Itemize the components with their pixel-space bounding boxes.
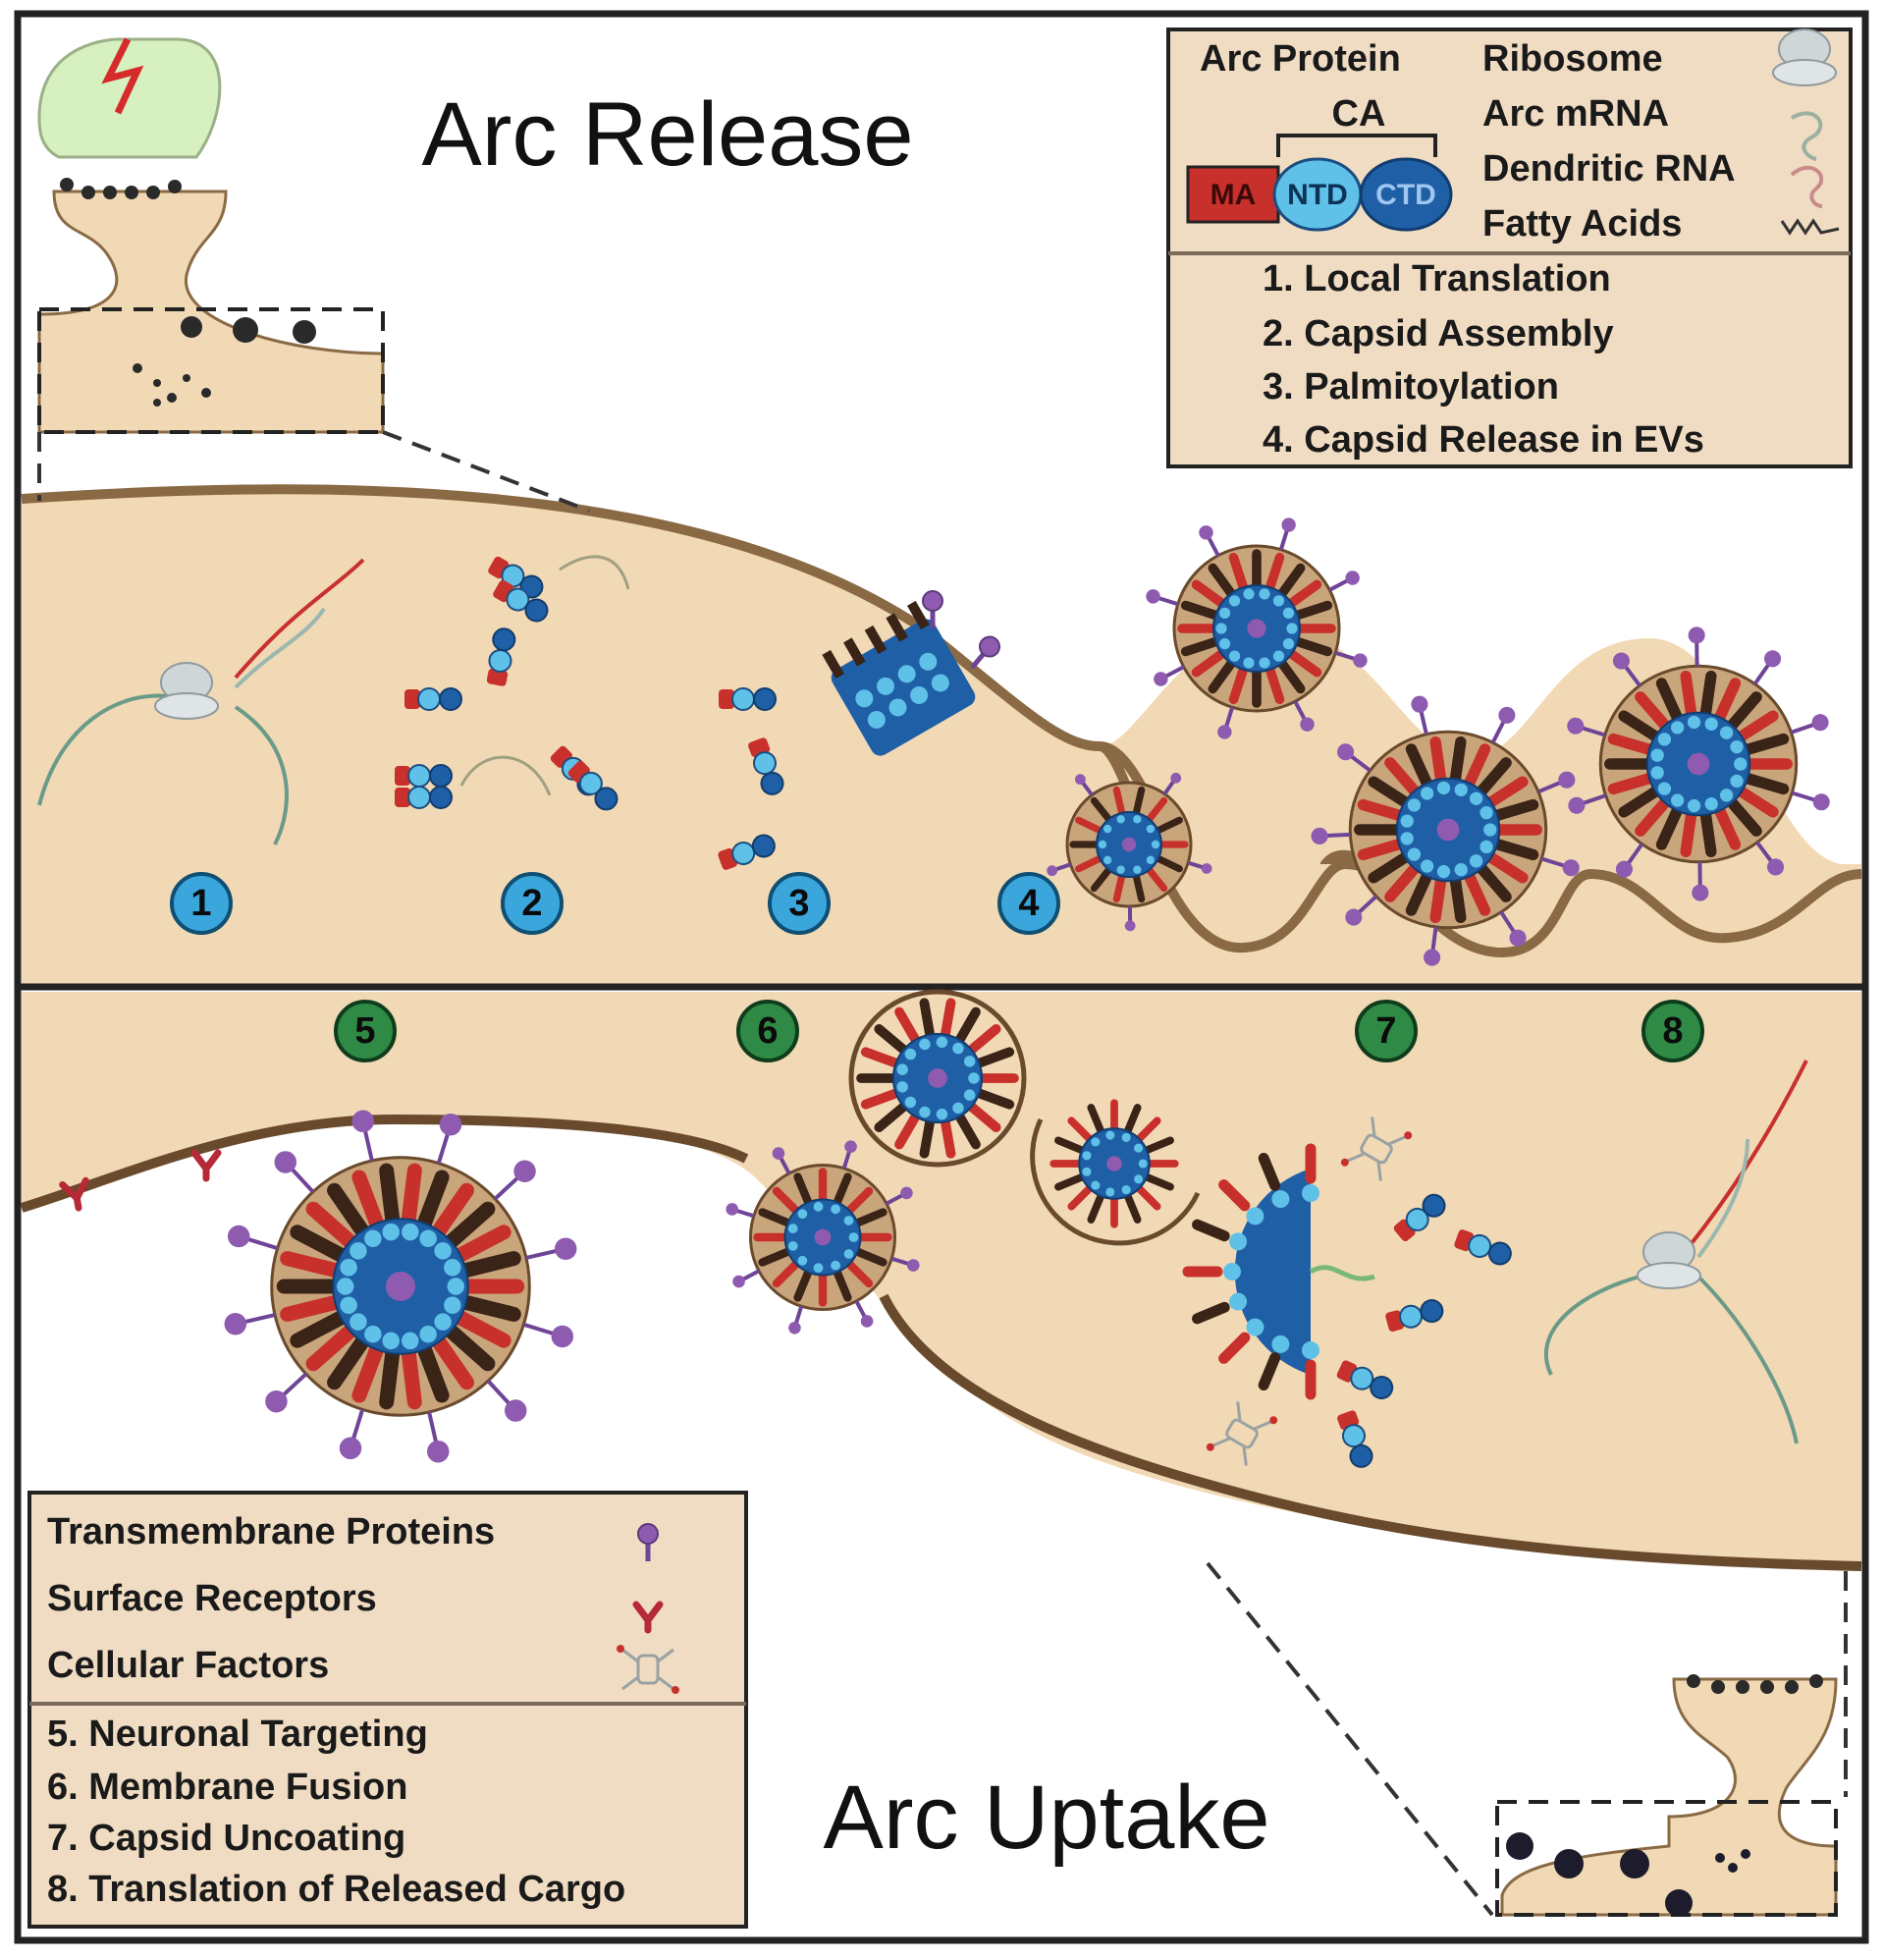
legend-step-2: 2. Capsid Assembly: [1263, 313, 1614, 354]
legend-top: Arc Protein CA MA NTD CTD Ribosome Arc m…: [1168, 29, 1851, 466]
ntd-label: NTD: [1287, 179, 1348, 211]
legend-item-arc-mrna: Arc mRNA: [1482, 93, 1669, 135]
legend-arc-protein: Arc Protein: [1200, 38, 1401, 80]
legend-item-factors: Cellular Factors: [47, 1645, 329, 1686]
legend-item-ribosome: Ribosome: [1482, 38, 1663, 80]
ribosome-icon-step1: [155, 663, 218, 719]
arc-capsid: [225, 1111, 577, 1463]
legend-step-3: 3. Palmitoylation: [1263, 366, 1559, 408]
title-uptake: Arc Uptake: [823, 1768, 1269, 1868]
marker-2: 2: [521, 883, 542, 924]
marker-8: 8: [1662, 1010, 1683, 1052]
ctd-label: CTD: [1375, 179, 1436, 211]
marker-6: 6: [757, 1010, 778, 1052]
legend-step-1: 1. Local Translation: [1263, 258, 1611, 299]
legend-step-5: 5. Neuronal Targeting: [47, 1714, 428, 1755]
marker-5: 5: [354, 1010, 375, 1052]
legend-step-4: 4. Capsid Release in EVs: [1263, 419, 1704, 461]
marker-4: 4: [1018, 883, 1039, 924]
ma-label: MA: [1210, 179, 1257, 211]
legend-step-6: 6. Membrane Fusion: [47, 1767, 407, 1808]
legend-ca-label: CA: [1332, 93, 1386, 135]
ribosome-icon: [1773, 29, 1836, 85]
marker-1: 1: [190, 883, 211, 924]
legend-item-fatty-acids: Fatty Acids: [1482, 203, 1682, 245]
legend-item-receptors: Surface Receptors: [47, 1578, 377, 1619]
legend-item-transmembrane: Transmembrane Proteins: [47, 1511, 495, 1552]
legend-item-dendritic-rna: Dendritic RNA: [1482, 148, 1736, 190]
legend-step-7: 7. Capsid Uncoating: [47, 1818, 405, 1859]
legend-step-8: 8. Translation of Released Cargo: [47, 1869, 625, 1910]
title-release: Arc Release: [421, 84, 913, 185]
legend-bottom: Transmembrane Proteins Surface Receptors…: [29, 1493, 746, 1927]
arc-capsid: [1053, 1103, 1175, 1225]
marker-7: 7: [1375, 1010, 1396, 1052]
marker-3: 3: [788, 883, 809, 924]
ribosome-icon-step8: [1638, 1232, 1700, 1288]
